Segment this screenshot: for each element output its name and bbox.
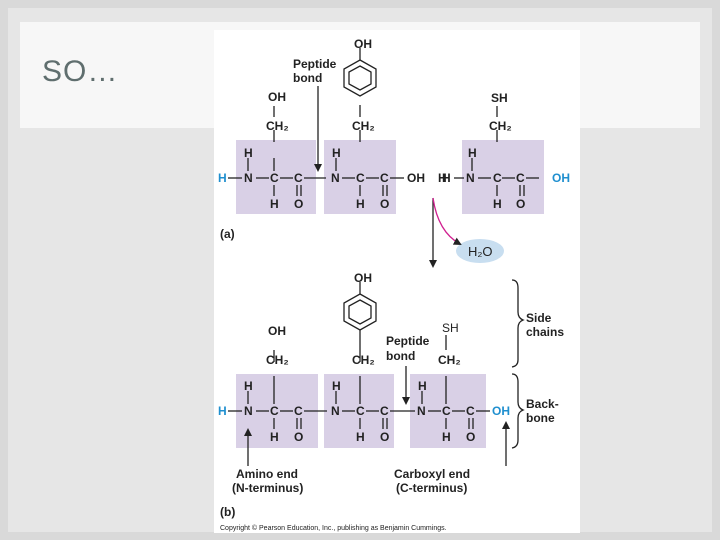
amino-acid-box-1a — [236, 140, 316, 214]
atom-ch2-1b: CH₂ — [266, 353, 289, 367]
peptide-diagram: OH Peptide bond OH SH CH₂ CH₂ CH₂ H H H … — [218, 37, 570, 532]
label-water: H₂O — [468, 244, 493, 259]
atom-ch2-1a: CH₂ — [266, 119, 289, 133]
label-peptide-b-2: bond — [386, 349, 415, 363]
atom-h-bot-3a: H — [493, 197, 502, 211]
atom-c-3a: C — [493, 171, 502, 185]
atom-o-3a: O — [516, 197, 525, 211]
water-arrow — [432, 197, 462, 245]
atom-n-2b: N — [331, 404, 340, 418]
atom-n-3b: N — [417, 404, 426, 418]
atom-h-top-2a: H — [332, 146, 341, 160]
atom-c-3a2: C — [516, 171, 525, 185]
atom-h-removed-2: H — [442, 171, 451, 185]
label-side-1: Side — [526, 311, 552, 325]
atom-h-top-1b: H — [244, 379, 253, 393]
atom-oh-ser-b: OH — [268, 324, 286, 338]
amino-acid-box-2b — [324, 374, 394, 448]
atom-o-3b: O — [466, 430, 475, 444]
atom-o-2b: O — [380, 430, 389, 444]
atom-ch2-2a: CH₂ — [352, 119, 375, 133]
amino-acid-box-2a — [324, 140, 396, 214]
atom-h-top-2b: H — [332, 379, 341, 393]
atom-c-3b: C — [442, 404, 451, 418]
atom-n-1b: N — [244, 404, 253, 418]
atom-c-1b2: C — [294, 404, 303, 418]
atom-c-1b: C — [270, 404, 279, 418]
atom-c-2a: C — [356, 171, 365, 185]
atom-oh-cterm-b: OH — [492, 404, 510, 418]
atom-ch2-3b: CH₂ — [438, 353, 461, 367]
atom-oh-ser-a: OH — [268, 90, 286, 104]
atom-h-bot-1a: H — [270, 197, 279, 211]
atom-h-bot-3b: H — [442, 430, 451, 444]
label-part-b: (b) — [220, 505, 235, 519]
amino-acid-box-3a — [462, 140, 544, 214]
atom-sh-a: SH — [491, 91, 508, 105]
atom-h-bot-1b: H — [270, 430, 279, 444]
label-peptide-b-1: Peptide — [386, 334, 430, 348]
atom-n-2a: N — [331, 171, 340, 185]
slide-title: SO… — [42, 55, 119, 88]
label-peptide-a-1: Peptide — [293, 57, 337, 71]
atom-ch2-3a: CH₂ — [489, 119, 512, 133]
atom-o-1a: O — [294, 197, 303, 211]
atom-ch2-2b: CH₂ — [352, 353, 375, 367]
atom-c-2b: C — [356, 404, 365, 418]
atom-n-3a: N — [466, 171, 475, 185]
atom-oh-tyr-b: OH — [354, 271, 372, 285]
atom-c-2b2: C — [380, 404, 389, 418]
copyright-text: Copyright © Pearson Education, Inc., pub… — [220, 524, 447, 532]
label-back-2: bone — [526, 411, 555, 425]
atom-h-bot-2b: H — [356, 430, 365, 444]
water-oval — [456, 239, 504, 263]
atom-c-2a2: C — [380, 171, 389, 185]
atom-h-top-3a: H — [468, 146, 477, 160]
label-carboxyl-end-2: (C-terminus) — [396, 481, 467, 495]
atom-h-nterm-b: H — [218, 404, 227, 418]
label-carboxyl-end-1: Carboxyl end — [394, 467, 470, 481]
label-side-2: chains — [526, 325, 564, 339]
atom-oh-removed: OH — [407, 171, 425, 185]
atom-h-nterm-a: H — [218, 171, 227, 185]
label-part-a: (a) — [220, 227, 235, 241]
atom-h-top-1a: H — [244, 146, 253, 160]
atom-c-3b2: C — [466, 404, 475, 418]
figure-panel — [214, 30, 580, 533]
amino-acid-box-3b — [410, 374, 486, 448]
label-amino-end-1: Amino end — [236, 467, 298, 481]
label-peptide-a-2: bond — [293, 71, 322, 85]
atom-oh-tyr-a: OH — [354, 37, 372, 51]
atom-o-2a: O — [380, 197, 389, 211]
label-back-1: Back- — [526, 397, 559, 411]
atom-n-1a: N — [244, 171, 253, 185]
atom-c-1a2: C — [294, 171, 303, 185]
atom-sh-b: SH — [442, 321, 459, 335]
atom-h-top-3b: H — [418, 379, 427, 393]
atom-oh-cterm-a: OH — [552, 171, 570, 185]
atom-o-1b: O — [294, 430, 303, 444]
label-amino-end-2: (N-terminus) — [232, 481, 303, 495]
atom-h-bot-2a: H — [356, 197, 365, 211]
atom-c-1a: C — [270, 171, 279, 185]
atom-h-removed: H — [438, 171, 447, 185]
